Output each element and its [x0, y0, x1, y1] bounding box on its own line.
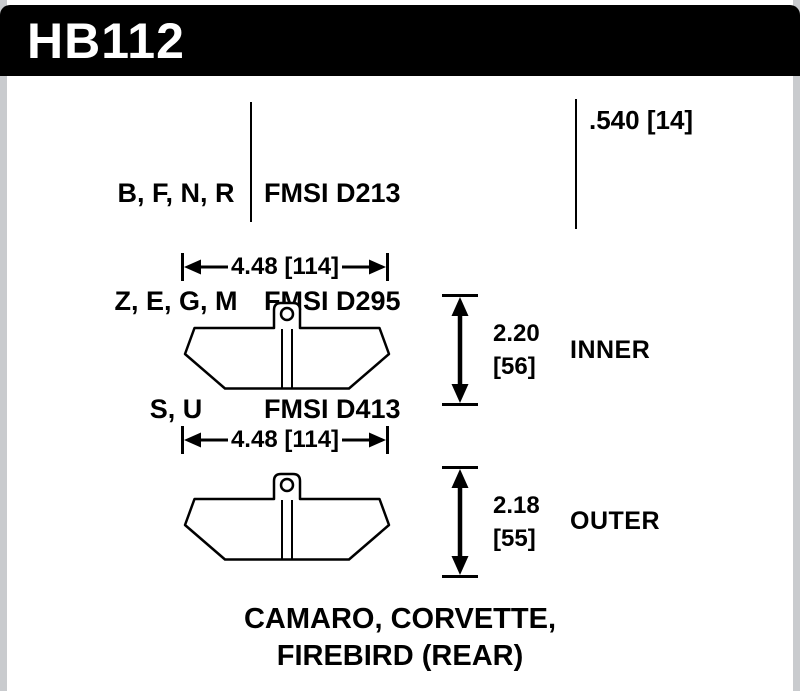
- inner-height-inches: 2.20: [493, 320, 540, 347]
- compound-codes: B, F, N, R Z, E, G, M S, U: [100, 103, 252, 499]
- right-edge-border: [793, 0, 800, 691]
- fmsi-row: FMSI D213: [264, 178, 401, 208]
- header-bar: HB112: [0, 5, 800, 76]
- compound-row: B, F, N, R: [117, 178, 235, 208]
- right-arrowhead: [369, 259, 386, 275]
- up-arrowhead: [451, 469, 469, 488]
- brake-pad-drawing-outer: [183, 472, 391, 561]
- compound-row: S, U: [149, 394, 203, 424]
- outer-height-dimension-arrow-icon: [442, 466, 478, 578]
- up-arrowhead: [451, 297, 469, 316]
- pad-thickness-value: .540 [14]: [589, 105, 694, 135]
- application-line: FIREBIRD (REAR): [276, 640, 524, 672]
- outer-label: OUTER: [570, 507, 660, 535]
- application-line: CAMARO, CORVETTE,: [243, 603, 557, 635]
- inner-label: INNER: [570, 336, 651, 364]
- brake-pad-drawing-inner: [183, 301, 391, 390]
- inner-width-dimension: 4.48 [114]: [180, 251, 390, 283]
- pad-mounting-hole: [279, 477, 295, 493]
- inner-width-value: 4.48 [114]: [230, 253, 340, 280]
- pad-outline: [183, 301, 391, 390]
- right-arrowhead: [369, 432, 386, 448]
- left-arrowhead: [184, 259, 201, 275]
- application-text: CAMARO, CORVETTE, FIREBIRD (REAR): [0, 601, 800, 675]
- inner-height-mm: [56]: [493, 353, 536, 380]
- outer-height-measurement: 2.18 [55]: [493, 489, 540, 555]
- width-dimension-arrows-icon: [181, 253, 389, 281]
- width-dimension-arrows-icon: [181, 426, 389, 454]
- outer-width-dimension: 4.48 [114]: [180, 424, 390, 456]
- down-arrowhead: [451, 556, 469, 575]
- down-arrowhead: [451, 384, 469, 403]
- compound-row: Z, E, G, M: [114, 286, 238, 316]
- part-number: HB112: [27, 12, 185, 69]
- pad-mounting-hole: [279, 306, 295, 322]
- spec-divider: [250, 102, 252, 222]
- left-arrowhead: [184, 432, 201, 448]
- outer-width-value: 4.48 [114]: [230, 426, 340, 453]
- outer-height-mm: [55]: [493, 525, 536, 552]
- pad-outline: [183, 472, 391, 561]
- inner-height-measurement: 2.20 [56]: [493, 317, 540, 383]
- outer-height-inches: 2.18: [493, 492, 540, 519]
- inner-height-dimension-arrow-icon: [442, 294, 478, 406]
- fmsi-numbers: FMSI D213 FMSI D295 FMSI D413: [264, 103, 401, 499]
- left-edge-border: [0, 0, 7, 691]
- spec-divider: [575, 99, 577, 229]
- fmsi-row: FMSI D413: [264, 394, 401, 424]
